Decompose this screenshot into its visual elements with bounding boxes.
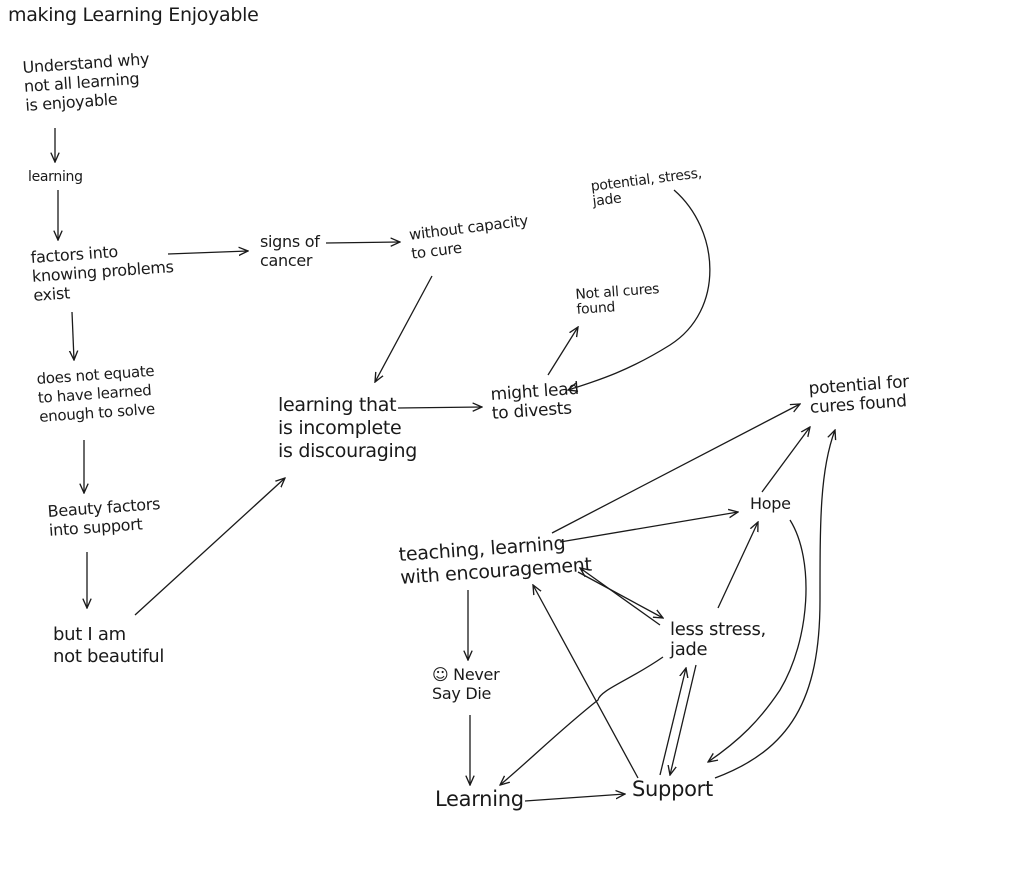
node-incomplete: learning that is incomplete is discourag… bbox=[278, 394, 417, 463]
arrow bbox=[375, 275, 433, 382]
arrow bbox=[500, 656, 664, 785]
node-not-beautiful: but I am not beautiful bbox=[53, 624, 164, 668]
node-line: jade bbox=[670, 639, 708, 660]
arrow bbox=[167, 251, 248, 254]
arrow bbox=[524, 794, 625, 802]
node-line: ☺ Never bbox=[432, 665, 500, 684]
node-line: learning bbox=[28, 169, 83, 185]
node-potential-cures: potential for cures found bbox=[808, 372, 911, 418]
node-line: is incomplete bbox=[278, 417, 402, 439]
node-line: but I am bbox=[53, 624, 126, 645]
node-less-stress: less stress, jade bbox=[670, 620, 766, 660]
node-line: Say Die bbox=[432, 684, 492, 703]
node-line: not beautiful bbox=[53, 646, 165, 667]
diagram-title: making Learning Enjoyable bbox=[8, 4, 259, 26]
node-beauty: Beauty factors into support bbox=[47, 494, 162, 540]
node-learning-big: Learning bbox=[435, 787, 524, 811]
arrow bbox=[708, 519, 807, 762]
node-signs: signs of cancer bbox=[260, 232, 320, 270]
arrow bbox=[670, 664, 697, 775]
arrow bbox=[580, 568, 661, 626]
node-line: Support bbox=[632, 777, 713, 801]
arrow bbox=[717, 522, 758, 609]
node-not-all-cures: Not all cures found bbox=[575, 281, 661, 318]
node-never-say-die: ☺ Never Say Die bbox=[432, 665, 500, 703]
node-line: Hope bbox=[750, 494, 791, 513]
node-hope: Hope bbox=[750, 494, 791, 513]
node-line: signs of bbox=[260, 232, 320, 251]
node-support: Support bbox=[632, 777, 713, 801]
node-learning-small: learning bbox=[28, 170, 83, 185]
arrow bbox=[714, 430, 835, 779]
node-factors: factors into knowing problems exist bbox=[30, 238, 175, 305]
node-line: Learning bbox=[435, 787, 524, 811]
node-line: cancer bbox=[260, 251, 313, 270]
node-line: is discouraging bbox=[278, 440, 417, 462]
node-line: less stress, bbox=[670, 619, 766, 640]
node-understand: Understand why not all learning is enjoy… bbox=[22, 49, 152, 115]
arrow bbox=[134, 478, 285, 616]
arrow bbox=[72, 311, 74, 360]
arrow bbox=[325, 242, 400, 243]
arrow bbox=[568, 189, 711, 390]
node-line: learning that bbox=[278, 394, 397, 416]
arrow bbox=[547, 327, 578, 376]
arrow bbox=[551, 404, 800, 534]
arrow bbox=[533, 585, 639, 779]
node-not-equate: does not equate to have learned enough t… bbox=[36, 362, 158, 427]
arrow bbox=[761, 427, 810, 493]
node-divests: might lead to divests bbox=[490, 379, 581, 424]
arrow bbox=[559, 512, 738, 543]
arrow bbox=[397, 407, 482, 408]
arrow bbox=[659, 668, 686, 776]
arrow bbox=[577, 571, 663, 618]
